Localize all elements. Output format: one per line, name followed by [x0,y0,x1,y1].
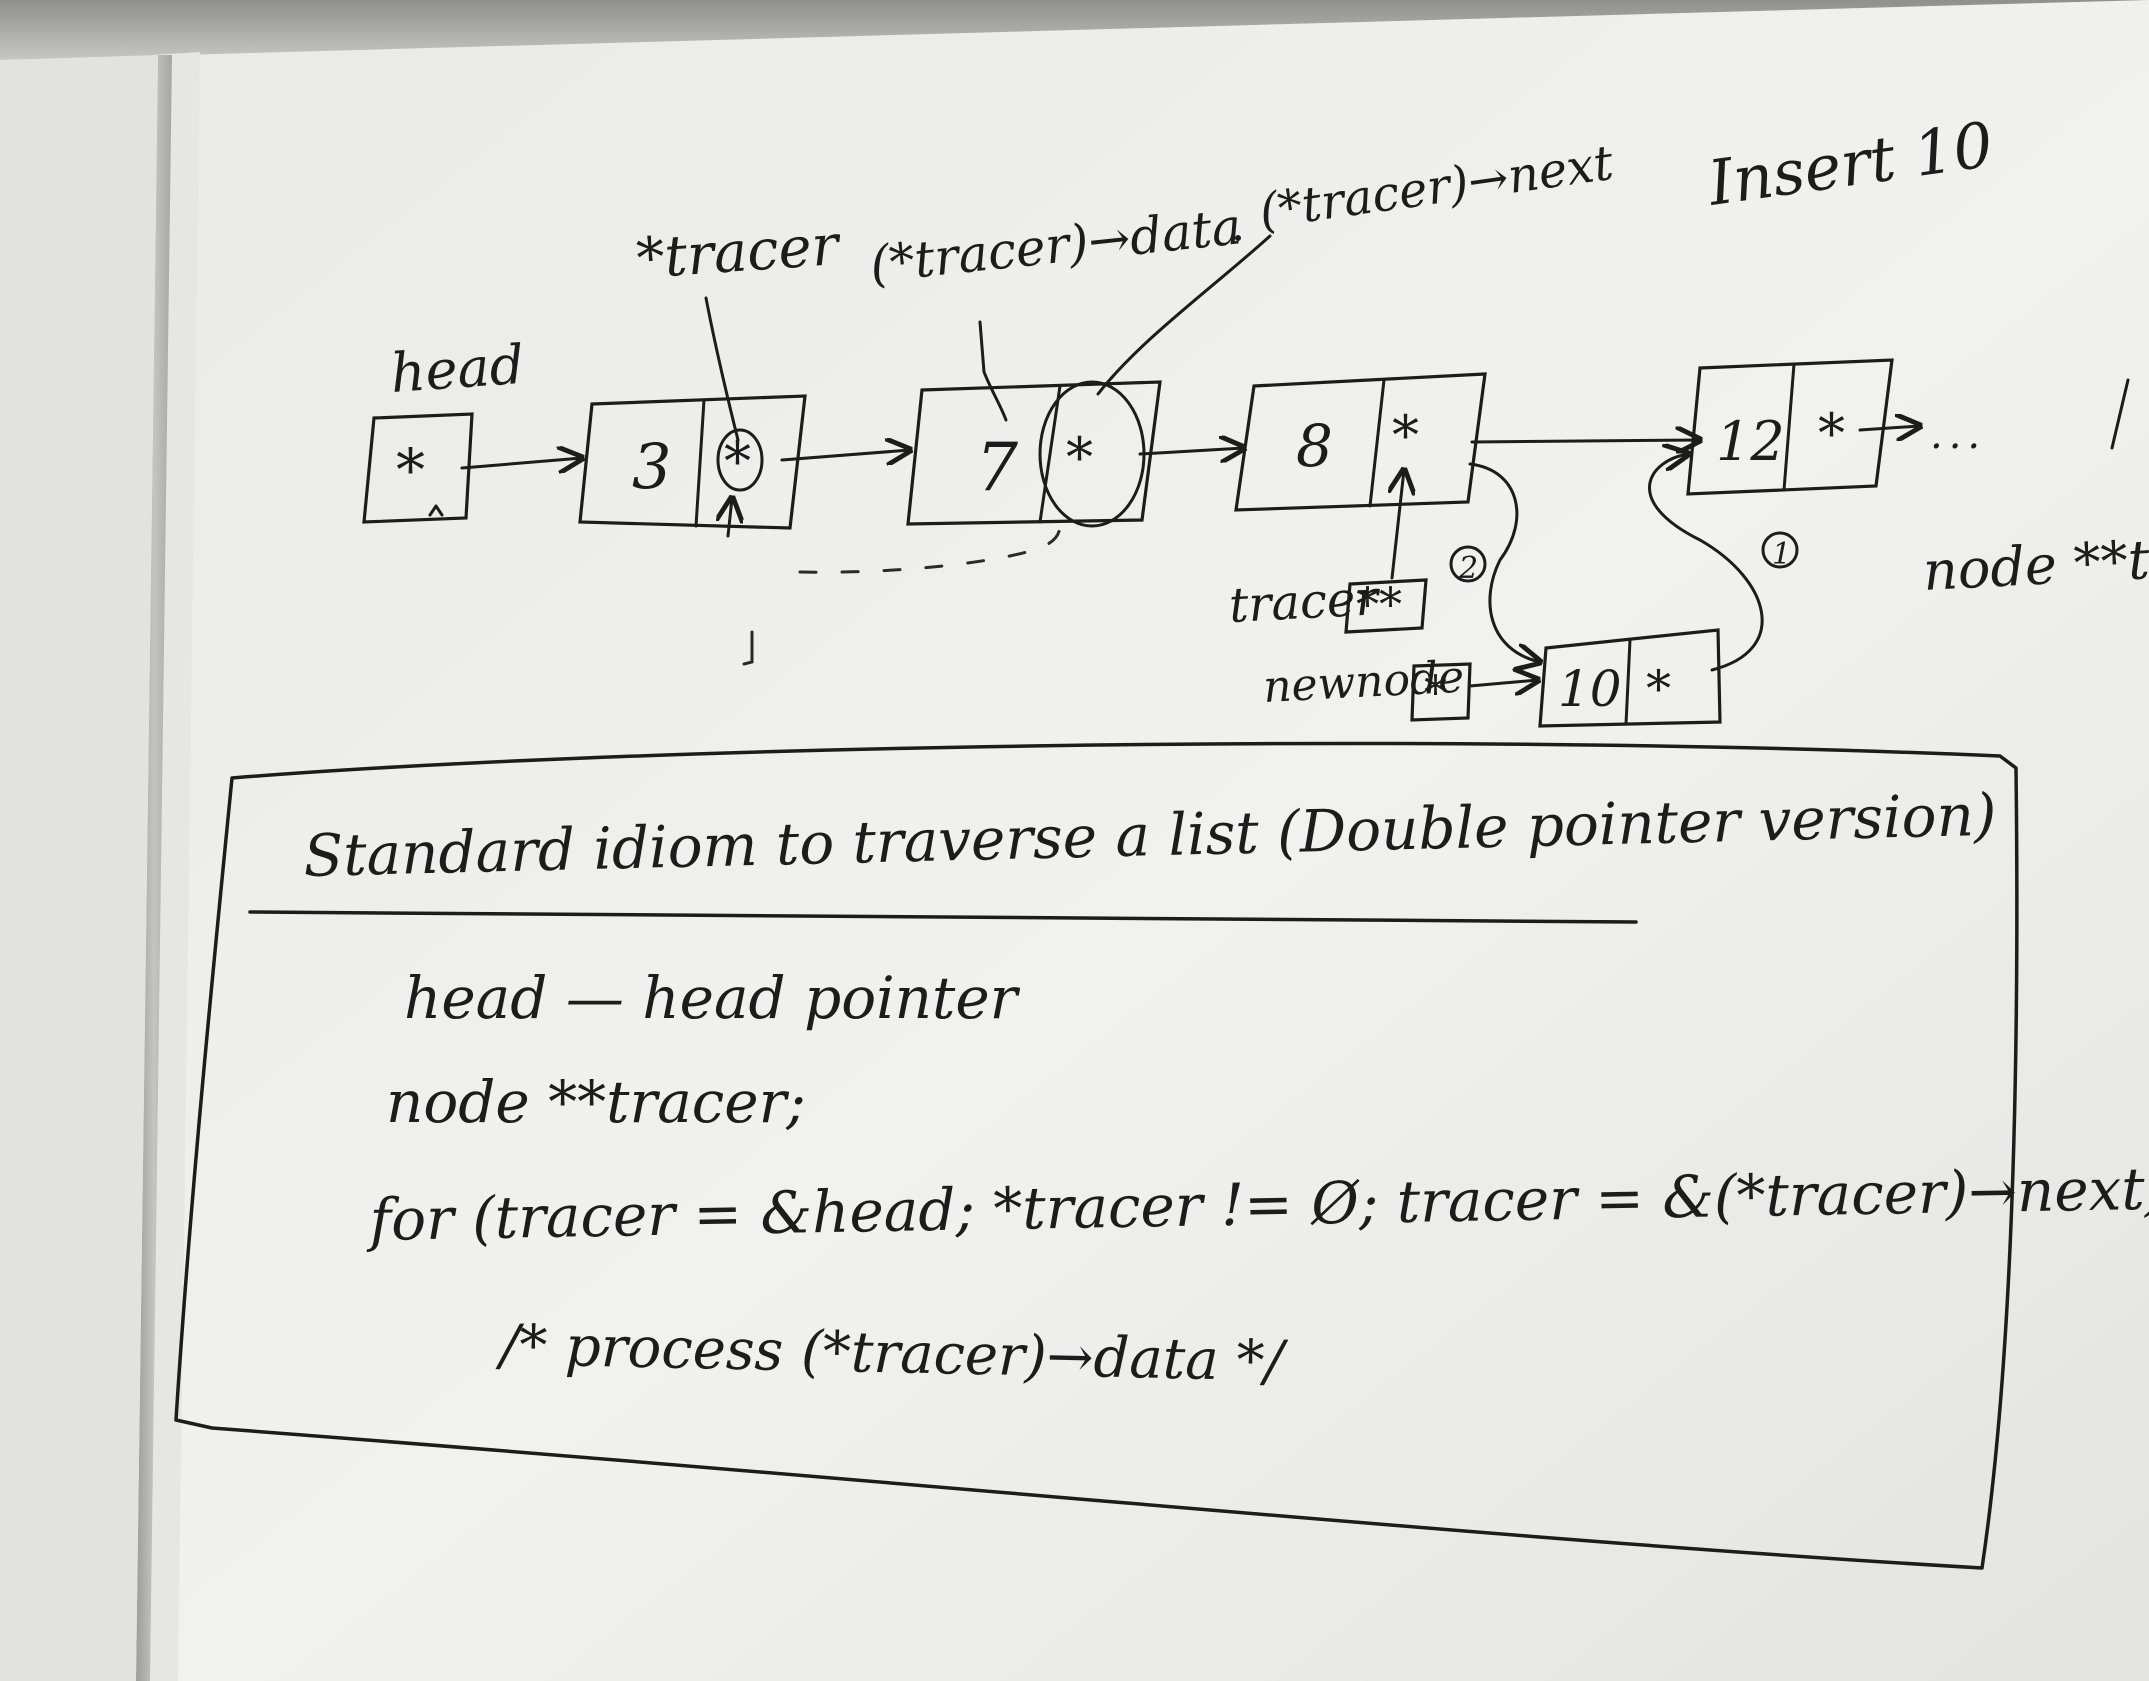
head-box [362,412,474,524]
newnode-box [1410,662,1472,722]
node12-next-arrow [1858,426,1920,430]
node-next-pointer: * [1818,402,1845,465]
node7-to-node8-arrow [1138,448,1244,454]
head-to-node-arrow [460,458,582,468]
tracer-box-value: ** [1356,577,1402,631]
node-divider [1368,378,1386,508]
board-divider [136,55,172,1681]
node-data: 7 [976,429,1018,506]
node-data: 12 [1716,410,1785,473]
step-two-circle [1449,545,1487,583]
node3-to-node7-arrow [780,450,910,460]
node-data: 10 [1558,660,1622,718]
tracer-data-line [978,320,1008,422]
node-next-pointer: * [1392,404,1419,467]
idiom-line-head: head — head pointer [404,964,1021,1032]
tracer-next-line [1096,234,1272,396]
node8-to-node12-arrow [1470,440,1700,442]
step-one-label: 1 [1772,537,1791,572]
right-edge-stroke [2110,378,2130,450]
newnode-box-value: * [1424,665,1447,719]
stray-mark [742,630,754,666]
node-box [1538,628,1722,728]
new-list-node: 10 * [1538,628,1722,728]
node-box [578,394,807,530]
tracer-to-next-arrow [1392,470,1404,580]
left-panel [0,55,158,1681]
dashed-path [798,518,1062,574]
step-two-label: 2 [1458,551,1478,586]
newnode-arrow [1468,680,1538,686]
step-one-circle [1761,531,1799,569]
star-tracer-label: *tracer [634,213,843,292]
node-data: 8 [1296,412,1333,480]
node-divider [694,398,706,528]
node-box [1234,372,1487,512]
list-node: 7 * [906,380,1162,528]
tracer-label: tracer [1228,570,1383,634]
list-ellipsis: ... [1930,412,1986,458]
tracer-up-arrow [728,498,732,538]
node-next-pointer: * [1646,660,1671,718]
idiom-heading-underline [248,910,1638,924]
node-box [1686,358,1894,496]
node-next-circle [716,428,764,492]
list-node: 12 * [1686,358,1894,496]
list-node: 8 * [1234,372,1487,512]
node-divider [1782,362,1796,492]
node-divider [1624,638,1632,726]
list-node: 3 * [578,394,807,530]
newnode-label: newnode [1262,652,1465,713]
head-label: head [389,333,527,405]
step-one-arrow [1648,454,1764,672]
head-box-pointer: * [396,436,425,504]
node-tracer-partial-label: node **tr [1921,527,2149,603]
node-next-pointer: * [1066,426,1093,489]
node-divider [1038,384,1062,524]
idiom-line-declaration: node **tracer; [386,1068,806,1136]
tracer-next-dot [1235,235,1241,241]
node-data: 3 [632,430,671,503]
head-box-caret-icon [428,504,444,517]
tracer-box [1344,578,1428,634]
idiom-box-border [174,741,2019,1570]
step-two-arrow [1468,462,1540,662]
star-tracer-line [704,296,740,442]
